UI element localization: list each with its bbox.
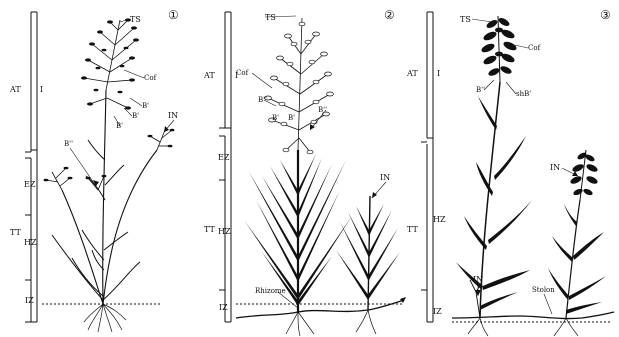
panel-3-in-label-a: IN <box>550 163 560 172</box>
panel-2-b-double-label-a: B'' <box>258 96 267 104</box>
panel-2-second-shoot <box>336 196 400 310</box>
panel-1-iz-label: IZ <box>25 296 34 305</box>
panel-3-in-label-b: IN <box>473 275 483 284</box>
panel-2-b-prime-label-a: B' <box>272 114 279 122</box>
panel-2-roots <box>286 310 376 336</box>
panel-1-scale <box>25 12 37 322</box>
panel-2-number: ② <box>384 8 395 22</box>
panel-3-ts-label: TS <box>460 15 471 24</box>
panel-2-spikelets <box>265 22 334 154</box>
panel-2: ② AT I EZ TT HZ IZ <box>203 8 406 336</box>
panel-1-b-double-label: B'' <box>64 140 73 148</box>
panel-1-i-label: I <box>40 85 43 94</box>
panel-2-at-label: AT <box>203 71 215 80</box>
panel-1-at-label: AT <box>9 85 21 94</box>
panel-3-number: ③ <box>600 8 611 22</box>
panel-3-i-label: I <box>437 69 440 78</box>
panel-2-tt-label: TT <box>204 225 215 234</box>
panel-3-panicle <box>480 16 518 82</box>
panel-3-tt-label: TT <box>407 225 418 234</box>
panel-1-side-spikelets <box>44 129 175 182</box>
panel-1-number: ① <box>168 8 179 22</box>
panel-1-leaves <box>52 140 140 300</box>
panel-3-cof-label: Cof <box>528 44 542 52</box>
panel-2-panicle <box>268 18 330 152</box>
panel-3-scale <box>421 12 433 322</box>
panel-1-b-label-b: B' <box>132 112 139 120</box>
panel-2-rhizome-label: Rhizome <box>255 287 286 295</box>
panel-1-stems <box>62 90 157 304</box>
panel-3-iz-label: IZ <box>433 307 442 316</box>
panel-2-cof-label: Cof <box>236 69 250 77</box>
panel-1-b-label-c: B' <box>116 122 123 130</box>
panel-1-in-label: IN <box>168 111 178 120</box>
panel-1-b-label-a: B' <box>142 102 149 110</box>
panel-2-ez-label: EZ <box>218 153 230 162</box>
panel-3-at-label: AT <box>406 69 418 78</box>
panel-1-hz-label: HZ <box>24 238 37 247</box>
panel-1: ① AT I EZ TT HZ IZ <box>9 8 179 332</box>
panel-3-leaves <box>456 96 532 310</box>
panel-3-shb-label: shB' <box>516 90 531 98</box>
panel-2-iz-label: IZ <box>219 303 228 312</box>
panel-2-scale <box>219 12 231 322</box>
panel-1-spikelets <box>81 18 139 109</box>
panel-3-stolon <box>452 312 614 319</box>
panel-2-b-prime-label-b: B' <box>288 114 295 122</box>
panel-1-tt-label: TT <box>10 228 21 237</box>
annotation-arrowheads <box>93 124 578 296</box>
panel-3-roots <box>468 318 578 336</box>
panel-2-ts-label: TS <box>265 13 276 22</box>
panel-1-cof-label: Cof <box>144 74 158 82</box>
panel-2-in-label: IN <box>380 173 390 182</box>
panel-3-hz-label: HZ <box>433 215 446 224</box>
panel-2-rhizome <box>236 300 404 318</box>
panel-1-ts-label: TS <box>130 15 141 24</box>
panel-1-panicle <box>84 20 136 108</box>
panel-1-roots <box>84 304 126 332</box>
panel-3-stolon-label: Stolon <box>532 286 555 294</box>
panel-3-b-double-label: B'' <box>476 86 485 94</box>
panel-3: ③ AT I TT HZ IZ <box>406 8 614 336</box>
panel-1-ez-label: EZ <box>24 180 36 189</box>
panel-2-hz-label: HZ <box>218 227 231 236</box>
panel-2-rhizome-tip <box>400 297 406 303</box>
